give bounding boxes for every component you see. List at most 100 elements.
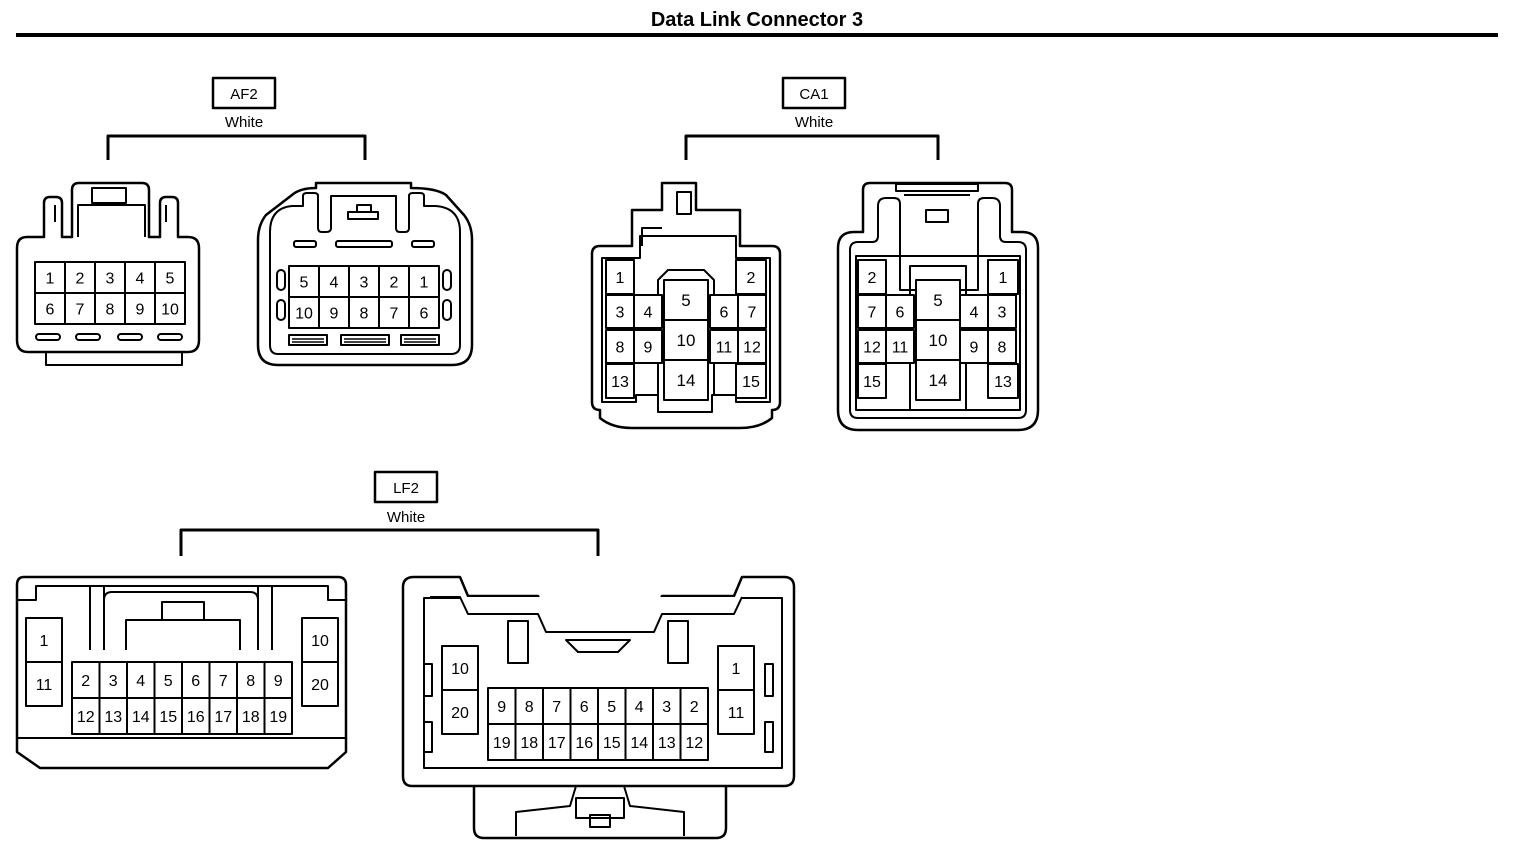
pin-number: 17 bbox=[548, 735, 566, 752]
pin-number: 9 bbox=[497, 699, 506, 716]
pin-cavity bbox=[664, 280, 708, 320]
pin-number: 13 bbox=[611, 374, 629, 391]
pin-number: 7 bbox=[868, 305, 877, 322]
pin-cavity bbox=[988, 260, 1018, 294]
pin-number: 4 bbox=[970, 305, 979, 322]
pin-number: 8 bbox=[360, 306, 369, 323]
pin-cavity bbox=[155, 293, 185, 324]
pin-number: 3 bbox=[998, 305, 1007, 322]
pin-number: 13 bbox=[994, 374, 1012, 391]
pin-cavity bbox=[409, 297, 439, 328]
pin-number: 6 bbox=[896, 305, 905, 322]
pin-cavity bbox=[35, 262, 65, 293]
pin-number: 11 bbox=[36, 677, 53, 694]
pin-number: 4 bbox=[330, 275, 339, 292]
pin-cavity bbox=[543, 688, 571, 724]
pin-number: 11 bbox=[728, 705, 745, 722]
pin-number: 2 bbox=[76, 271, 85, 288]
connector-color: White bbox=[225, 114, 263, 131]
pin-number: 4 bbox=[635, 699, 644, 716]
pin-number: 6 bbox=[580, 699, 589, 716]
pin-number: 19 bbox=[269, 709, 287, 726]
pin-number: 8 bbox=[106, 302, 115, 319]
pin-cavity bbox=[35, 293, 65, 324]
pin-number: 3 bbox=[616, 305, 625, 322]
pin-number: 14 bbox=[132, 709, 150, 726]
pin-number: 18 bbox=[242, 709, 260, 726]
pin-cavity bbox=[265, 698, 293, 734]
pin-number: 1 bbox=[40, 633, 49, 650]
connector-code: LF2 bbox=[393, 480, 419, 497]
pin-number: 15 bbox=[742, 374, 760, 391]
connector-color: White bbox=[387, 509, 425, 526]
pin-cavity bbox=[155, 262, 185, 293]
pin-number: 20 bbox=[451, 705, 469, 722]
pin-cavity bbox=[718, 646, 754, 690]
pin-number: 6 bbox=[46, 302, 55, 319]
pin-number: 2 bbox=[868, 270, 877, 287]
pin-number: 13 bbox=[658, 735, 676, 752]
connector-code-box bbox=[783, 78, 845, 108]
pin-number: 15 bbox=[603, 735, 621, 752]
pin-cavity bbox=[302, 618, 338, 662]
pin-number: 9 bbox=[970, 340, 979, 357]
pin-number: 7 bbox=[748, 305, 757, 322]
connector-code-box bbox=[213, 78, 275, 108]
pin-number: 8 bbox=[525, 699, 534, 716]
pin-number: 4 bbox=[136, 271, 145, 288]
pin-number: 1 bbox=[46, 271, 55, 288]
pin-number: 3 bbox=[360, 275, 369, 292]
pin-cavity bbox=[182, 698, 210, 734]
pin-number: 14 bbox=[677, 371, 696, 390]
pin-number: 4 bbox=[644, 305, 653, 322]
pin-cavity bbox=[26, 662, 62, 706]
pin-number: 7 bbox=[552, 699, 561, 716]
pin-number: 10 bbox=[677, 331, 696, 350]
pin-number: 2 bbox=[747, 270, 756, 287]
pin-number: 5 bbox=[607, 699, 616, 716]
connector-code: AF2 bbox=[230, 86, 258, 103]
pin-number: 5 bbox=[933, 291, 942, 310]
pin-cavity bbox=[736, 260, 766, 294]
pair-bracket bbox=[686, 136, 938, 160]
pin-number: 8 bbox=[998, 340, 1007, 357]
diagram-title: Data Link Connector 3 bbox=[651, 9, 863, 31]
pin-number: 1 bbox=[999, 270, 1008, 287]
pin-number: 20 bbox=[311, 677, 329, 694]
pin-number: 11 bbox=[716, 340, 733, 357]
pin-number: 3 bbox=[106, 271, 115, 288]
pin-cavity bbox=[736, 364, 766, 398]
pin-cavity bbox=[302, 662, 338, 706]
pin-number: 14 bbox=[630, 735, 648, 752]
pin-number: 8 bbox=[246, 673, 255, 690]
pin-cavity bbox=[127, 698, 155, 734]
pin-cavity bbox=[349, 297, 379, 328]
pin-number: 6 bbox=[420, 306, 429, 323]
pin-number: 5 bbox=[300, 275, 309, 292]
pin-cavity bbox=[72, 698, 100, 734]
pin-cavity bbox=[319, 297, 349, 328]
pin-number: 7 bbox=[390, 306, 399, 323]
pin-cavity bbox=[858, 260, 886, 294]
pin-number: 10 bbox=[451, 661, 469, 678]
pin-cavity bbox=[960, 295, 988, 328]
pin-cavity bbox=[858, 295, 886, 328]
pin-number: 11 bbox=[892, 340, 909, 357]
pin-cavity bbox=[858, 364, 886, 398]
pin-cavity bbox=[886, 330, 914, 363]
pair-bracket bbox=[108, 136, 365, 160]
pin-number: 6 bbox=[720, 305, 729, 322]
pin-number: 6 bbox=[191, 673, 200, 690]
pin-number: 3 bbox=[662, 699, 671, 716]
connector-color: White bbox=[795, 114, 833, 131]
pin-cavity bbox=[571, 724, 599, 760]
pin-number: 1 bbox=[420, 275, 429, 292]
pin-cavity bbox=[988, 364, 1018, 398]
pin-cavity bbox=[886, 295, 914, 328]
